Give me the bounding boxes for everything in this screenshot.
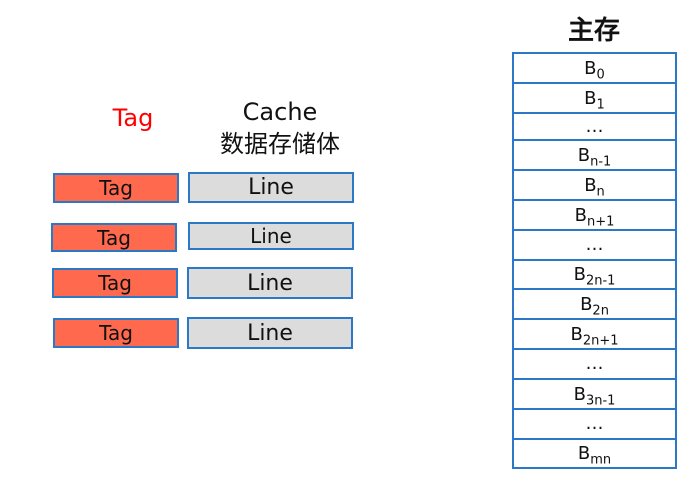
memory-block-label: B — [577, 443, 591, 464]
memory-block: B2n-1 — [514, 261, 675, 290]
memory-block-subscript: n — [596, 184, 605, 200]
memory-block-label: … — [585, 115, 604, 137]
memory-block-label: B — [574, 205, 587, 226]
memory-block-label: B — [584, 175, 597, 196]
tag-header: Tag — [112, 104, 154, 132]
memory-title: 主存 — [567, 16, 620, 46]
memory-block: … — [514, 114, 675, 141]
tag-box: Tag — [51, 223, 177, 252]
tag-box: Tag — [53, 173, 179, 203]
memory-block-label: B — [584, 58, 597, 79]
memory-block-subscript: 0 — [596, 67, 605, 83]
line-box: Line — [188, 172, 354, 203]
memory-block-subscript: mn — [590, 452, 612, 468]
memory-block-subscript: n+1 — [586, 214, 615, 230]
memory-block-label: … — [585, 353, 604, 374]
memory-block: … — [514, 350, 675, 380]
memory-block-subscript: 2n-1 — [585, 273, 616, 289]
line-box: Line — [188, 222, 354, 250]
memory-block: Bn+1 — [514, 201, 675, 231]
memory-block-subscript: n-1 — [590, 154, 612, 170]
memory-block-label: B — [570, 324, 583, 345]
memory-block-label: B — [584, 88, 597, 109]
memory-block: … — [514, 231, 675, 261]
cache-header-title: Cache — [242, 98, 318, 126]
memory-block-subscript: 1 — [596, 97, 605, 113]
memory-block: … — [514, 410, 675, 440]
memory-block: B2n+1 — [514, 320, 675, 350]
memory-block-label: B — [580, 294, 593, 315]
memory-block-label: B — [573, 384, 586, 405]
memory-block: Bmn — [514, 440, 675, 469]
memory-block: Bn — [514, 171, 675, 201]
line-box: Line — [187, 267, 353, 299]
memory-block-label: B — [577, 145, 591, 166]
tag-box: Tag — [53, 318, 179, 348]
memory-block: B1 — [514, 84, 675, 114]
memory-block-subscript: 3n-1 — [585, 393, 616, 409]
memory-block-subscript: 2n — [592, 303, 609, 319]
cache-header: Cache 数据存储体 — [200, 96, 360, 160]
cache-header-subtitle: 数据存储体 — [220, 130, 340, 158]
memory-block-label: B — [573, 264, 586, 285]
memory-block-subscript: 2n+1 — [582, 333, 619, 349]
memory-block: B2n — [514, 290, 675, 320]
memory-block-label: … — [585, 413, 604, 434]
memory-block: B3n-1 — [514, 380, 675, 410]
line-box: Line — [187, 317, 353, 349]
memory-block: Bn-1 — [514, 141, 675, 171]
memory-block-label: … — [585, 234, 604, 255]
tag-box: Tag — [52, 268, 178, 298]
memory-block: B0 — [514, 54, 675, 84]
